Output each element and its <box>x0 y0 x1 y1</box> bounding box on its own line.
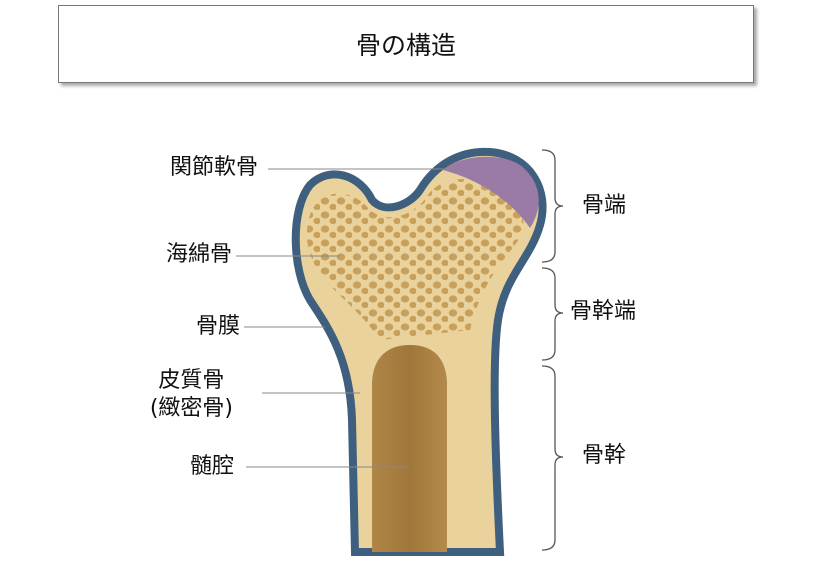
label-metaphysis: 骨幹端 <box>570 299 637 324</box>
leader-lines <box>236 168 455 468</box>
diagram-title: 骨の構造 <box>355 31 456 60</box>
label-epiphysis: 骨端 <box>582 193 627 218</box>
label-cortical-bone: 皮質骨 (緻密骨) <box>150 367 233 422</box>
label-cortical-bone-line2: (緻密骨) <box>149 395 233 421</box>
label-periosteum: 骨膜 <box>195 314 240 339</box>
articular-cartilage <box>443 156 539 228</box>
label-marrow-cavity: 髄腔 <box>189 454 234 479</box>
label-articular-cartilage: 関節軟骨 <box>169 155 258 180</box>
title-box: 骨の構造 <box>58 5 754 83</box>
marrow-cavity <box>372 345 447 552</box>
brackets <box>541 149 564 551</box>
label-cortical-bone-line1: 皮質骨 <box>158 368 225 393</box>
label-spongy-bone: 海綿骨 <box>165 242 232 267</box>
label-diaphysis: 骨幹 <box>582 443 627 468</box>
